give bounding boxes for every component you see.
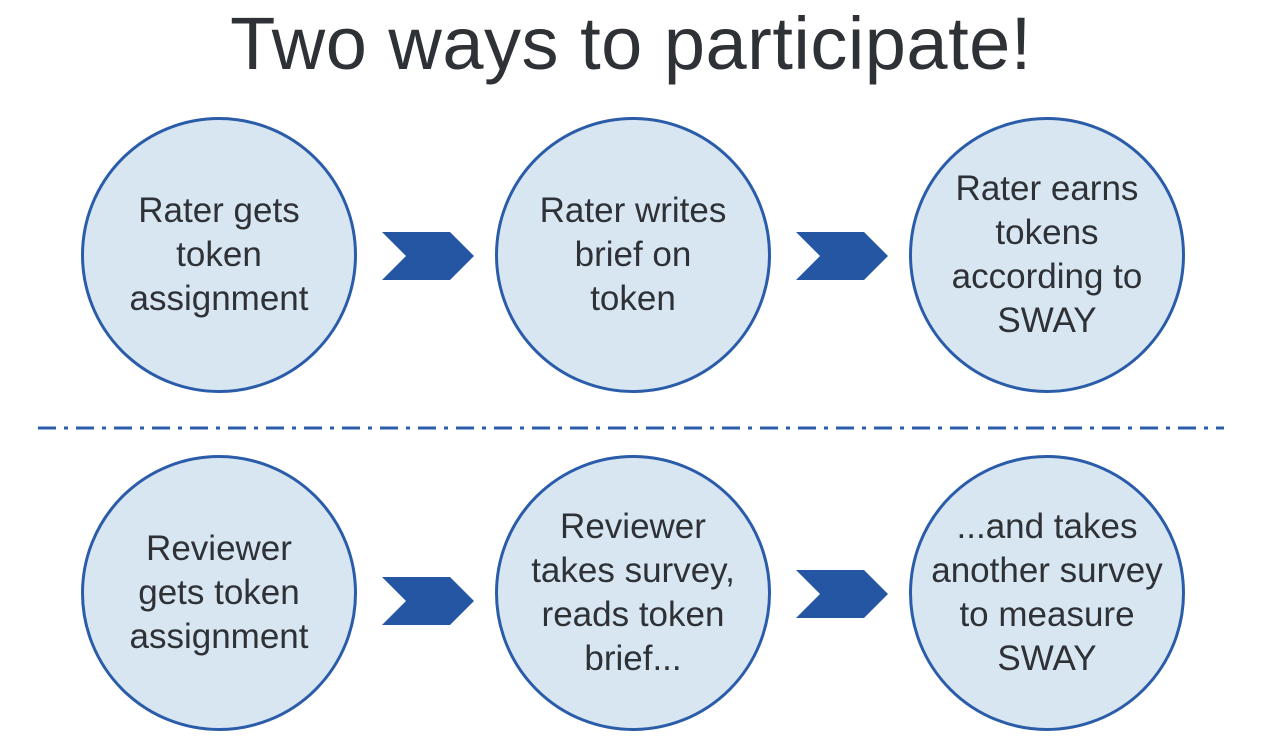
- rater-step-3-circle: Rater earns tokens according to SWAY: [909, 117, 1185, 393]
- page-title: Two ways to participate!: [230, 2, 1032, 85]
- reviewer-step-2-label: Reviewer takes survey, reads token brief…: [531, 507, 735, 678]
- rater-step-1-circle: Rater gets token assignment: [81, 117, 357, 393]
- rater-step-2-label: Rater writes brief on token: [539, 191, 727, 318]
- reviewer-step-3-circle: ...and takes another survey to measure S…: [909, 455, 1185, 731]
- chevron-arrow-icon: [382, 232, 474, 280]
- chevron-arrow-icon: [796, 232, 888, 280]
- rater-step-2-circle: Rater writes brief on token: [495, 117, 771, 393]
- reviewer-step-3-label: ...and takes another survey to measure S…: [931, 507, 1163, 678]
- chevron-arrow-icon: [796, 570, 888, 618]
- rater-step-1-label: Rater gets token assignment: [129, 191, 309, 318]
- reviewer-step-2-circle: Reviewer takes survey, reads token brief…: [495, 455, 771, 731]
- rater-step-3-label: Rater earns tokens according to SWAY: [951, 169, 1143, 340]
- chevron-arrow-icon: [382, 577, 474, 625]
- reviewer-step-1-label: Reviewer gets token assignment: [129, 529, 309, 656]
- section-divider: [38, 426, 1224, 430]
- reviewer-step-1-circle: Reviewer gets token assignment: [81, 455, 357, 731]
